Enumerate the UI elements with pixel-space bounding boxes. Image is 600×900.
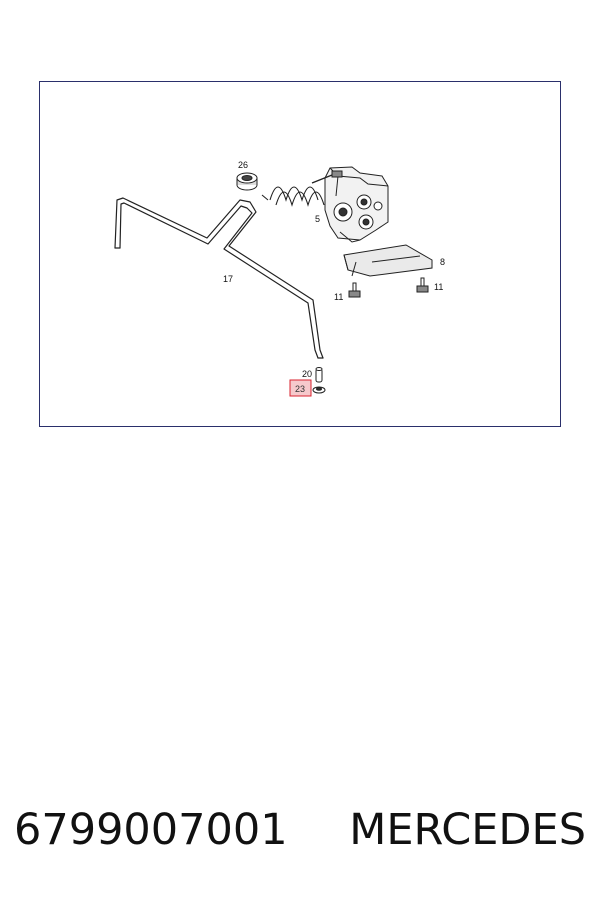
bolt-11-right	[416, 277, 429, 293]
bolt-11-left	[348, 282, 361, 298]
washer-23	[312, 386, 326, 394]
caption: 6799007001 MERCEDES	[0, 800, 600, 860]
sleeve-20	[315, 367, 323, 383]
bushing-26	[236, 172, 258, 191]
stabilizer-bar	[114, 197, 324, 359]
brand-name: MERCEDES	[349, 805, 586, 855]
label-17: 17	[223, 274, 233, 284]
label-26: 26	[238, 160, 248, 170]
label-11-right: 11	[434, 282, 443, 292]
diagram-frame	[39, 81, 561, 427]
label-11-left: 11	[334, 292, 343, 302]
highlight-box[interactable]	[289, 379, 312, 397]
label-23[interactable]: 23	[295, 384, 305, 394]
bracket-8	[343, 244, 433, 277]
highlight-part-23[interactable]: 23	[289, 379, 312, 397]
label-8: 8	[440, 257, 445, 267]
label-5: 5	[315, 214, 320, 224]
label-20: 20	[302, 369, 312, 379]
part-number: 6799007001	[14, 805, 288, 855]
valve-body-5	[311, 166, 389, 243]
